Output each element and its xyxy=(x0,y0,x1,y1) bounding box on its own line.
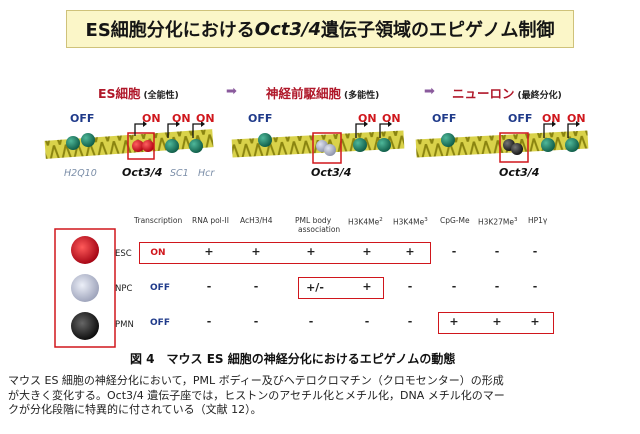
neuron-oct34-state: OFF xyxy=(508,112,532,125)
esc-nucleus-image xyxy=(71,236,99,264)
col-header-ach3h4: AcH3/H4 xyxy=(240,216,272,225)
col-header-pml-line2: association xyxy=(286,225,340,234)
es-sc1-state: ON xyxy=(172,112,191,125)
cell-pmn-ach: - xyxy=(254,315,259,328)
cell-npc-rnapol: - xyxy=(207,280,212,293)
cell-esc-h3k4me3: + xyxy=(405,245,414,258)
es-chromatin-strand xyxy=(45,121,214,159)
neuron-hcr-state: ON xyxy=(567,112,586,125)
cell-esc-h3k4me2: + xyxy=(362,245,371,258)
cell-npc-h3k4me2: + xyxy=(362,280,371,293)
nucleosome xyxy=(441,133,455,147)
gene-sc1-label: SC1 xyxy=(170,168,189,179)
cell-npc-ach: - xyxy=(254,280,259,293)
cell-pmn-h3k4me3: - xyxy=(408,315,413,328)
cell-pmn-pml: - xyxy=(309,315,314,328)
cell-npc-cpgme: - xyxy=(452,280,457,293)
col-header-transcription: Transcription xyxy=(134,216,182,225)
npc-sc1-state: ON xyxy=(358,112,377,125)
cell-pmn-hp1g: + xyxy=(530,315,539,328)
npc-chromatin-strand xyxy=(232,121,405,163)
es-oct34-state: ON xyxy=(142,112,161,125)
active-nucleosome xyxy=(142,140,154,152)
es-oct34-label: Oct3/4 xyxy=(122,166,162,179)
npc-h2q10-state: OFF xyxy=(248,112,272,125)
cell-esc-pml: + xyxy=(306,245,315,258)
cell-npc-pml: +/- xyxy=(306,281,324,294)
col-header-h3k4me2-sup: 2 xyxy=(379,217,383,223)
nucleosome xyxy=(66,136,80,150)
col-header-h3k4me3-text: H3K4Me xyxy=(393,218,424,227)
col-header-h3k4me2-text: H3K4Me xyxy=(348,218,379,227)
neuron-h2q10-state: OFF xyxy=(432,112,456,125)
col-header-h3k27me3-sup: 3 xyxy=(514,217,518,223)
nucleosome xyxy=(165,139,179,153)
caption-line: が大きく変化する。Oct3/4 遺伝子座では，ヒストンのアセチル化とメチル化，D… xyxy=(8,389,633,404)
es-h2q10-state: OFF xyxy=(70,112,94,125)
nucleosome xyxy=(189,139,203,153)
caption-line: クが分化段階に特異的に付されている（文献 12）。 xyxy=(8,403,633,418)
es-hcr-state: ON xyxy=(196,112,215,125)
cell-esc-transcription: ON xyxy=(150,248,165,258)
poised-nucleosome xyxy=(324,144,336,156)
nucleosome xyxy=(258,133,272,147)
col-header-pml: PML body association xyxy=(286,216,340,234)
cell-pmn-h3k27me3: + xyxy=(492,315,501,328)
cell-esc-cpgme: - xyxy=(452,245,457,258)
row-label-pmn: PMN xyxy=(115,320,134,330)
col-header-cpg-me: CpG-Me xyxy=(440,216,470,225)
nucleus-images-panel xyxy=(54,228,116,348)
col-header-h3k4me2: H3K4Me2 xyxy=(348,216,383,227)
gene-h2q10-label: H2Q10 xyxy=(64,168,97,179)
cell-pmn-h3k4me2: - xyxy=(365,315,370,328)
silenced-nucleosome xyxy=(511,143,523,155)
cell-pmn-rnapol: - xyxy=(207,315,212,328)
cell-pmn-cpgme: + xyxy=(449,315,458,328)
cell-esc-hp1g: - xyxy=(533,245,538,258)
neuron-sc1-state: ON xyxy=(542,112,561,125)
cell-pmn-transcription: OFF xyxy=(150,318,170,328)
nucleosome xyxy=(81,133,95,147)
row-label-npc: NPC xyxy=(115,284,132,294)
npc-nucleus-image xyxy=(71,274,99,302)
chromatin-diagram xyxy=(0,0,640,190)
cell-npc-h3k4me3: - xyxy=(408,280,413,293)
pmn-nucleus-image xyxy=(71,312,99,340)
col-header-h3k27me3-text: H3K27Me xyxy=(478,218,514,227)
figure-caption-title: 図 4 マウス ES 細胞の神経分化におけるエピゲノムの動態 xyxy=(130,350,455,367)
cell-npc-hp1g: - xyxy=(533,280,538,293)
col-header-pml-line1: PML body xyxy=(286,216,340,225)
col-header-h3k4me3: H3K4Me3 xyxy=(393,216,428,227)
row-label-esc: ESC xyxy=(115,249,132,259)
cell-npc-h3k27me3: - xyxy=(495,280,500,293)
npc-hcr-state: ON xyxy=(382,112,401,125)
cell-npc-transcription: OFF xyxy=(150,283,170,293)
neuron-chromatin-strand xyxy=(416,121,589,162)
nucleosome xyxy=(541,138,555,152)
nucleosome xyxy=(377,138,391,152)
npc-oct34-label: Oct3/4 xyxy=(311,166,351,179)
gene-hcr-label: Hcr xyxy=(198,168,214,179)
cell-esc-ach: + xyxy=(251,245,260,258)
cell-esc-rnapol: + xyxy=(204,245,213,258)
caption-line: マウス ES 細胞の神経分化において，PML ボディー及びヘテロクロマチン（クロ… xyxy=(8,374,633,389)
figure-caption-body: マウス ES 細胞の神経分化において，PML ボディー及びヘテロクロマチン（クロ… xyxy=(8,374,633,418)
col-header-h3k4me3-sup: 3 xyxy=(424,217,428,223)
cell-esc-h3k27me3: - xyxy=(495,245,500,258)
col-header-h3k27me3: H3K27Me3 xyxy=(478,216,517,227)
neuron-oct34-label: Oct3/4 xyxy=(499,166,539,179)
esc-active-marks-box xyxy=(139,242,431,264)
col-header-rna-pol: RNA pol-II xyxy=(192,216,229,225)
nucleosome xyxy=(353,138,367,152)
col-header-hp1g: HP1γ xyxy=(528,216,547,225)
nucleosome xyxy=(565,138,579,152)
